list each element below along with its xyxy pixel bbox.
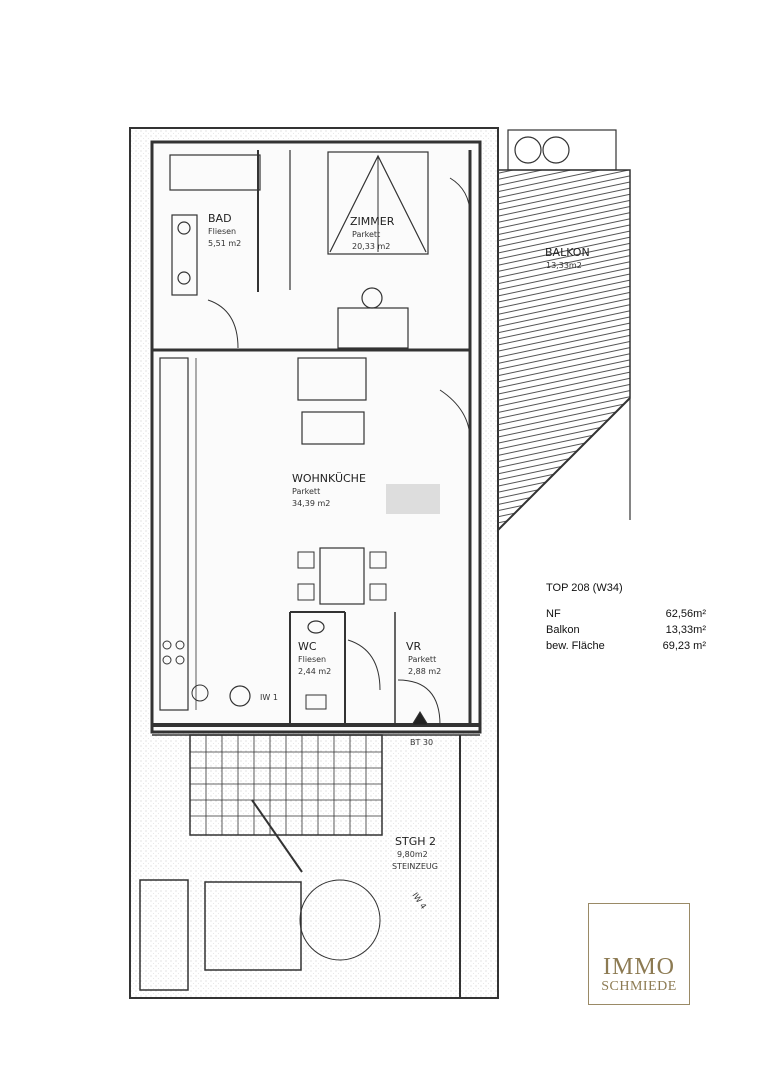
summary-row-balkon: Balkon 13,33m² <box>546 622 706 638</box>
summary-label: bew. Fläche <box>546 640 605 652</box>
iw1-label: IW 1 <box>260 693 278 702</box>
room-vr <box>394 612 441 726</box>
summary-row-bew-flaeche: bew. Fläche 69,23 m² <box>546 638 706 654</box>
wc-name: WC <box>298 640 317 653</box>
room-bad <box>169 150 291 349</box>
wc-area: 2,44 m2 <box>298 667 331 676</box>
stgh-floor: STEINZEUG <box>392 862 438 871</box>
room-balkon <box>497 129 631 532</box>
room-zimmer <box>327 151 471 349</box>
immo-schmiede-logo: IMMO SCHMIEDE <box>588 903 690 1005</box>
summary-row-nf: NF 62,56m² <box>546 606 706 622</box>
outer-walls <box>129 127 499 999</box>
summary-label: NF <box>546 608 561 620</box>
wohnkueche-name: WOHNKÜCHE <box>292 472 366 485</box>
bad-name: BAD <box>208 212 232 225</box>
balkon-name: BALKON <box>545 246 590 259</box>
wc-floor: Fliesen <box>298 655 326 664</box>
room-wohnkueche <box>159 357 471 711</box>
bad-floor: Fliesen <box>208 227 236 236</box>
zimmer-floor: Parkett <box>352 230 380 239</box>
balkon-area: 13,33m2 <box>546 261 582 270</box>
logo-line-1: IMMO <box>602 954 675 980</box>
wohnkueche-floor: Parkett <box>292 487 320 496</box>
vr-floor: Parkett <box>408 655 436 664</box>
summary-value: 62,56m² <box>665 608 706 620</box>
bad-area: 5,51 m2 <box>208 239 241 248</box>
stairwell <box>139 734 461 998</box>
vr-area: 2,88 m2 <box>408 667 441 676</box>
summary-value: 69,23 m² <box>662 640 706 652</box>
logo-line-2: SCHMIEDE <box>601 979 677 994</box>
area-summary: TOP 208 (W34) NF 62,56m² Balkon 13,33m² … <box>546 582 706 654</box>
room-wc <box>289 611 381 725</box>
summary-label: Balkon <box>546 624 580 636</box>
zimmer-name: ZIMMER <box>350 215 395 228</box>
summary-value: 13,33m² <box>665 624 706 636</box>
stgh-area: 9,80m2 <box>397 850 428 859</box>
stgh-name: STGH 2 <box>395 835 436 848</box>
vr-name: VR <box>406 640 422 653</box>
bt-label: BT 30 <box>410 738 433 747</box>
zimmer-area: 20,33 m2 <box>352 242 390 251</box>
wohnkueche-area: 34,39 m2 <box>292 499 330 508</box>
unit-title: TOP 208 (W34) <box>546 582 623 594</box>
